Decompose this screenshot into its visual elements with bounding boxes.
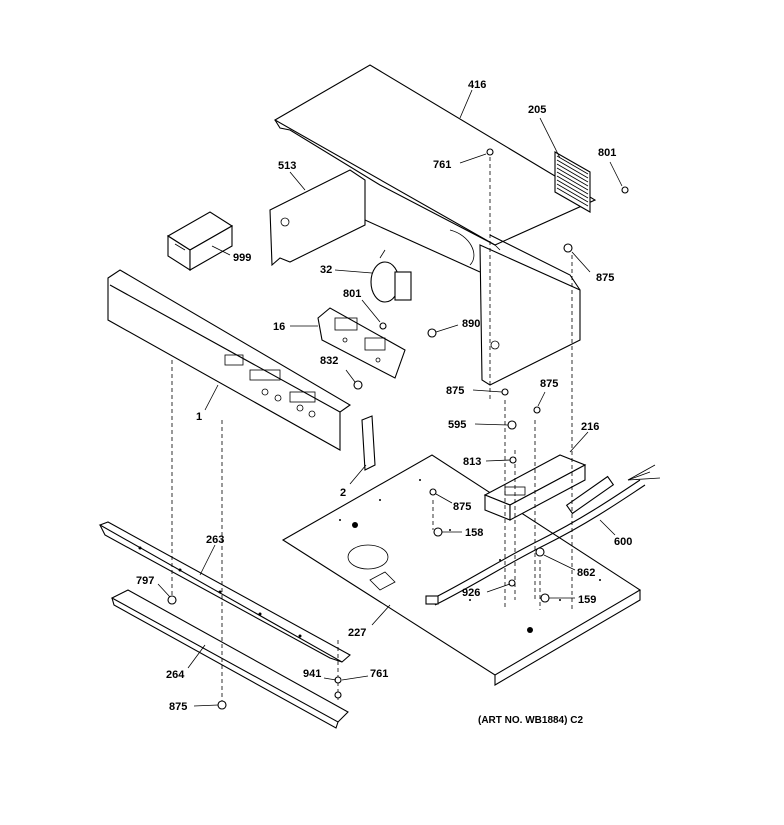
callout-875: 875 <box>169 701 187 713</box>
callout-875: 875 <box>540 378 558 390</box>
control-panel-part-1 <box>107 269 352 451</box>
callout-158: 158 <box>465 527 483 539</box>
callout-2: 2 <box>340 487 346 499</box>
callout-32: 32 <box>320 264 332 276</box>
alignment-lines <box>171 150 573 705</box>
wire-harness-part-600 <box>425 464 661 606</box>
leader-lines <box>157 89 623 707</box>
callout-264: 264 <box>166 669 185 681</box>
callout-862: 862 <box>577 567 595 579</box>
module-box-part-999 <box>166 211 234 272</box>
callout-801: 801 <box>598 147 616 159</box>
motor-part-32 <box>370 249 412 303</box>
callout-205: 205 <box>528 104 546 116</box>
bottom-panel-part-227 <box>281 454 642 686</box>
callout-875: 875 <box>453 501 471 513</box>
callout-875: 875 <box>596 272 614 284</box>
callout-595: 595 <box>448 419 466 431</box>
bottom-trim-part-264 <box>110 589 349 729</box>
callout-416: 416 <box>468 79 486 91</box>
callout-216: 216 <box>581 421 599 433</box>
callout-875: 875 <box>446 385 464 397</box>
callout-227: 227 <box>348 627 366 639</box>
callout-263: 263 <box>206 534 224 546</box>
callout-813: 813 <box>463 456 481 468</box>
callout-labels: 416 205 801 761 513 875 999 32 801 890 1… <box>136 79 632 713</box>
callout-832: 832 <box>320 355 338 367</box>
callout-513: 513 <box>278 160 296 172</box>
rear-wall-panel <box>364 219 581 386</box>
callout-16: 16 <box>273 321 285 333</box>
fasteners <box>167 148 629 710</box>
callout-761: 761 <box>433 159 451 171</box>
top-cover-part-416 <box>273 64 597 251</box>
callout-761: 761 <box>370 668 388 680</box>
vent-grille-part-205 <box>554 151 591 213</box>
callout-890: 890 <box>462 318 480 330</box>
callout-926: 926 <box>462 587 480 599</box>
callout-797: 797 <box>136 575 154 587</box>
callout-999: 999 <box>233 252 251 264</box>
callout-941: 941 <box>303 668 321 680</box>
control-board-part-16 <box>317 307 406 379</box>
callout-801: 801 <box>343 288 361 300</box>
art-number-label: (ART NO. WB1884) C2 <box>478 715 583 726</box>
callout-600: 600 <box>614 536 632 548</box>
callout-159: 159 <box>578 594 596 606</box>
bracket-part-2 <box>361 415 376 471</box>
front-rail-part-263 <box>98 521 351 663</box>
side-panel-part-513 <box>269 169 366 267</box>
callout-1: 1 <box>196 411 202 423</box>
